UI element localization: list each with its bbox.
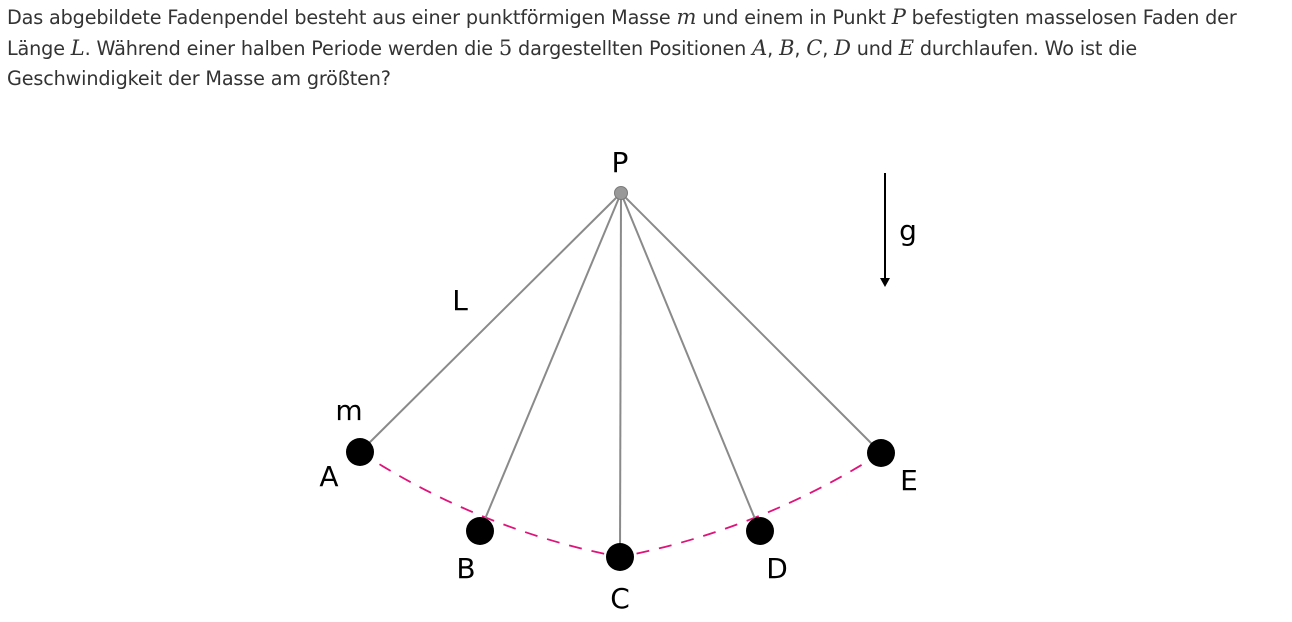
question-text: Das abgebildete Fadenpendel besteht aus …: [7, 2, 1289, 94]
question-text-part: und: [850, 37, 899, 60]
string-a: [359, 192, 622, 453]
position-b-symbol: B: [779, 36, 795, 60]
position-d-label: D: [766, 552, 788, 585]
separator: ,: [767, 37, 780, 60]
pivot-point: [614, 186, 628, 200]
position-a-symbol: A: [752, 36, 768, 60]
question-text-part: dargestellten Positionen: [512, 37, 753, 60]
position-d-symbol: D: [834, 36, 851, 60]
bob-c: [606, 543, 634, 571]
gravity-arrow-head: [880, 278, 890, 287]
string-b: [479, 192, 622, 532]
bob-a: [346, 438, 374, 466]
mass-label: m: [335, 394, 362, 427]
question-text-part: und einem in Punkt: [696, 6, 892, 29]
length-label: L: [452, 284, 468, 317]
gravity-label: g: [899, 214, 917, 247]
pivot-label: P: [612, 146, 629, 179]
bob-d: [746, 517, 774, 545]
question-text-part: . Während einer halben Periode werden di…: [84, 37, 499, 60]
string-e: [620, 192, 882, 454]
question-text-part: befestigten masselosen Faden der Länge: [7, 6, 1237, 60]
position-c-symbol: C: [806, 36, 823, 60]
separator: ,: [794, 37, 807, 60]
position-count: 5: [498, 36, 513, 60]
separator: ,: [822, 37, 835, 60]
mass-symbol: m: [676, 5, 697, 29]
position-c-label: C: [610, 582, 630, 615]
string-d: [620, 192, 761, 532]
position-b-label: B: [456, 552, 475, 585]
bob-e: [867, 439, 895, 467]
question-text-part: Das abgebildete Fadenpendel besteht aus …: [7, 6, 677, 29]
position-e-symbol: E: [898, 36, 914, 60]
bob-b: [466, 517, 494, 545]
pivot-symbol: P: [891, 5, 906, 29]
position-a-label: A: [319, 460, 338, 493]
question-text-part: durchlaufen. Wo ist die Geschwindigkeit …: [7, 37, 1138, 90]
string-c: [619, 192, 622, 558]
length-symbol: L: [70, 36, 85, 60]
position-e-label: E: [900, 464, 918, 497]
